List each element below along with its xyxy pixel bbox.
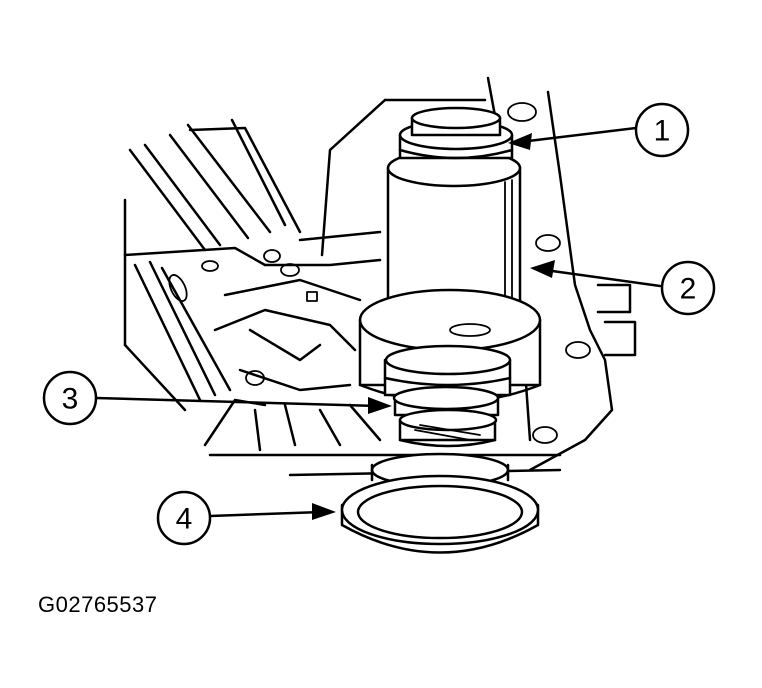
callout-1-circle <box>634 102 690 158</box>
callout-3-circle <box>42 370 98 426</box>
housing-background <box>123 76 637 477</box>
callout-1: 1 <box>508 102 690 158</box>
servo-cover-ring <box>340 452 540 554</box>
servo-cylinder <box>386 148 522 307</box>
callout-2-circle <box>660 260 716 316</box>
figure-id-label: G02765537 <box>38 592 158 617</box>
callout-2: 2 <box>530 260 716 316</box>
callout-3: 3 <box>42 370 392 426</box>
callout-4-circle <box>156 490 212 546</box>
callout-4-label: 4 <box>176 503 193 536</box>
callout-4: 4 <box>156 490 336 546</box>
callout-2-label: 2 <box>680 273 697 306</box>
top-seal-ring <box>398 106 514 160</box>
piston-seal-rings <box>383 344 512 448</box>
callout-3-label: 3 <box>62 383 79 416</box>
callout-1-label: 1 <box>654 115 671 148</box>
